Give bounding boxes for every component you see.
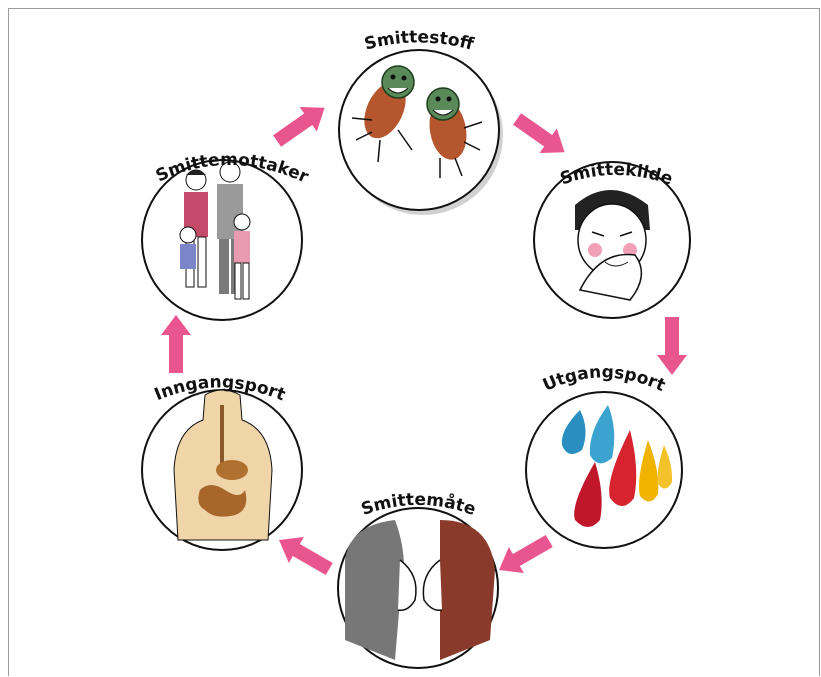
- stage-smittestoff: Smittestoff: [339, 27, 503, 215]
- arrow-stoff-to-kilde: [508, 107, 573, 165]
- arrow-kilde-to-utgang: [657, 317, 687, 375]
- stage-smittemate: Smittemåte: [338, 490, 498, 668]
- stage-smittekilde: Smittekilde: [534, 160, 690, 318]
- arrow-utgang-to-mate: [492, 528, 557, 583]
- stage-smittemottaker: Smittemottaker: [142, 150, 312, 320]
- arrow-mottaker-to-stoff: [268, 96, 333, 154]
- sneezing-person-illustration: [575, 190, 650, 300]
- label-utgangsport: Utgangsport: [540, 362, 668, 396]
- arrow-inngang-to-mottaker: [161, 315, 191, 373]
- stage-inngangsport: Inngangsport: [142, 372, 302, 550]
- arrow-mate-to-inngang: [272, 527, 337, 582]
- stage-utgangsport: Utgangsport: [526, 362, 682, 548]
